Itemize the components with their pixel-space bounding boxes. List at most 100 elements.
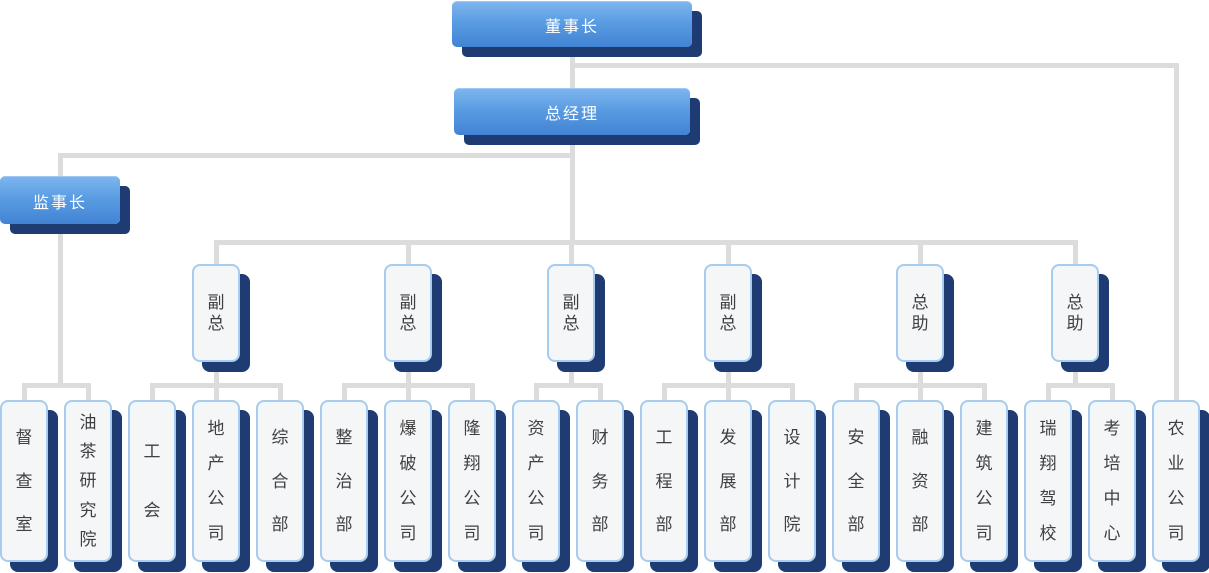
org-node-department: 资产公司 bbox=[512, 400, 560, 562]
connector-line bbox=[917, 383, 923, 400]
node-label-char: 资 bbox=[527, 419, 545, 438]
org-node-department: 设计院 bbox=[768, 400, 816, 562]
node-label-char: 公 bbox=[207, 489, 225, 508]
node-label-char: 总 bbox=[399, 314, 417, 333]
org-node-deputy-gm: 副总 bbox=[547, 264, 595, 362]
connector-line bbox=[213, 240, 219, 264]
node-label-char: 地 bbox=[207, 419, 225, 438]
node-label-char: 总 bbox=[911, 293, 929, 312]
org-node-department: 爆破公司 bbox=[384, 400, 432, 562]
connector-line bbox=[569, 63, 1179, 68]
node-label-char: 油 bbox=[79, 413, 97, 433]
node-label-char: 副 bbox=[207, 293, 225, 312]
node-label-char: 安 bbox=[847, 427, 865, 447]
node-label-char: 总 bbox=[562, 314, 580, 333]
node-label-char: 培 bbox=[1103, 454, 1121, 473]
node-label-char: 司 bbox=[463, 524, 481, 543]
node-label-char: 财 bbox=[591, 427, 609, 447]
connector-line bbox=[1109, 383, 1115, 400]
node-label-char: 工 bbox=[655, 427, 673, 447]
connector-line bbox=[568, 240, 574, 264]
supervisor-chief-label: 监事长 bbox=[32, 194, 87, 212]
node-label-char: 展 bbox=[719, 471, 737, 491]
org-node-department: 地产公司 bbox=[192, 400, 240, 562]
node-label-char: 翔 bbox=[1039, 454, 1057, 473]
node-label-char: 建 bbox=[975, 419, 993, 438]
node-label-char: 院 bbox=[783, 515, 801, 535]
node-label-char: 司 bbox=[527, 524, 545, 543]
org-node-department: 瑞翔驾校 bbox=[1024, 400, 1072, 562]
connector-line bbox=[21, 383, 91, 388]
node-label-char: 工 bbox=[143, 442, 161, 462]
node-label-char: 爆 bbox=[399, 419, 417, 438]
org-node-deputy-gm: 副总 bbox=[704, 264, 752, 362]
org-node-department: 工会 bbox=[128, 400, 176, 562]
connector-line bbox=[1072, 360, 1078, 388]
node-label-char: 总 bbox=[1066, 293, 1084, 312]
org-node-department: 融资部 bbox=[896, 400, 944, 562]
connector-line bbox=[917, 240, 923, 264]
connector-line bbox=[725, 383, 731, 400]
node-label-char: 治 bbox=[335, 471, 353, 491]
connector-line bbox=[533, 383, 539, 400]
node-label-char: 设 bbox=[783, 427, 801, 447]
node-label-char: 部 bbox=[335, 515, 353, 535]
connector-line bbox=[149, 383, 155, 400]
org-node-chairman: 董事长 bbox=[452, 1, 692, 47]
node-label-char: 司 bbox=[1167, 524, 1185, 543]
node-label-char: 部 bbox=[271, 515, 289, 535]
node-label-char: 整 bbox=[335, 427, 353, 447]
node-label-char: 部 bbox=[847, 515, 865, 535]
node-label-char: 业 bbox=[1167, 454, 1185, 473]
node-label-char: 务 bbox=[591, 471, 609, 491]
connector-line bbox=[405, 240, 411, 264]
node-label-char: 司 bbox=[399, 524, 417, 543]
node-label-char: 助 bbox=[911, 314, 929, 333]
node-label-char: 心 bbox=[1103, 524, 1121, 543]
node-label-char: 计 bbox=[783, 471, 801, 491]
node-label-char: 部 bbox=[655, 515, 673, 535]
connector-line bbox=[405, 360, 411, 388]
node-label-char: 合 bbox=[271, 471, 289, 491]
node-label-char: 融 bbox=[911, 427, 929, 447]
node-label-char: 破 bbox=[399, 454, 417, 473]
node-label-char: 院 bbox=[79, 529, 97, 549]
connector-line bbox=[569, 133, 575, 245]
connector-line bbox=[789, 383, 795, 400]
connector-line bbox=[853, 383, 859, 400]
org-node-gm-assistant: 总助 bbox=[896, 264, 944, 362]
node-label-char: 助 bbox=[1066, 314, 1084, 333]
org-node-department: 财务部 bbox=[576, 400, 624, 562]
org-node-department: 隆翔公司 bbox=[448, 400, 496, 562]
node-label-char: 校 bbox=[1039, 524, 1057, 543]
connector-line bbox=[21, 383, 27, 400]
org-node-department: 督查室 bbox=[0, 400, 48, 562]
node-label-char: 茶 bbox=[79, 442, 97, 462]
org-node-department: 农业公司 bbox=[1152, 400, 1200, 562]
org-node-department: 建筑公司 bbox=[960, 400, 1008, 562]
node-label-char: 究 bbox=[79, 500, 97, 520]
node-label-char: 副 bbox=[562, 293, 580, 312]
connector-line bbox=[213, 360, 219, 388]
connector-line bbox=[533, 383, 603, 388]
connector-line bbox=[1072, 240, 1078, 264]
connector-line bbox=[57, 153, 63, 388]
org-node-deputy-gm: 副总 bbox=[192, 264, 240, 362]
org-node-department: 考培中心 bbox=[1088, 400, 1136, 562]
node-label-char: 司 bbox=[975, 524, 993, 543]
node-label-char: 总 bbox=[719, 314, 737, 333]
node-label-char: 室 bbox=[15, 515, 33, 535]
node-label-char: 总 bbox=[207, 314, 225, 333]
node-label-char: 会 bbox=[143, 500, 161, 520]
node-label-char: 查 bbox=[15, 471, 33, 491]
node-label-char: 司 bbox=[207, 524, 225, 543]
node-label-char: 公 bbox=[399, 489, 417, 508]
connector-line bbox=[725, 240, 731, 264]
connector-line bbox=[57, 153, 575, 158]
node-label-char: 发 bbox=[719, 427, 737, 447]
node-label-char: 农 bbox=[1167, 419, 1185, 438]
node-label-char: 隆 bbox=[463, 419, 481, 438]
node-label-char: 公 bbox=[463, 489, 481, 508]
connector-line bbox=[1045, 383, 1115, 388]
